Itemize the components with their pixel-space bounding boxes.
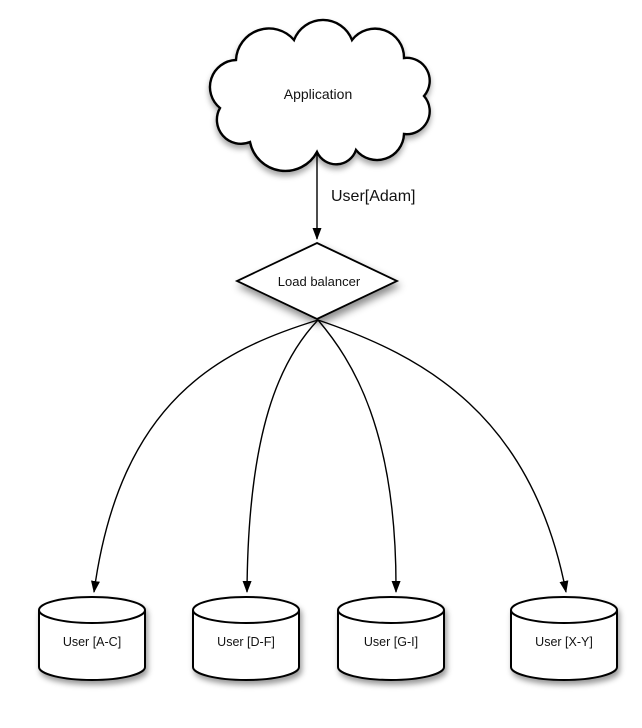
database-shard-1-label: User [A-C] [63, 635, 121, 649]
application-label: Application [284, 86, 353, 102]
edge-to-shard-2 [242, 319, 319, 593]
cylinder-body [510, 610, 618, 681]
cylinder-top [38, 596, 146, 624]
diamond-shape [234, 242, 400, 320]
database-shard-4: User [X-Y] [510, 596, 618, 681]
load-balancer-diamond-node: Load balancer [234, 242, 400, 320]
database-shard-2-label: User [D-F] [217, 635, 275, 649]
edge-to-shard-4 [317, 319, 569, 593]
cylinder-body [337, 610, 445, 681]
edge-application-to-loadbalancer: User[Adam] [312, 151, 415, 240]
cylinder-top [337, 596, 445, 624]
database-shard-3: User [G-I] [337, 596, 445, 681]
load-balancer-label: Load balancer [278, 274, 361, 289]
database-shard-4-label: User [X-Y] [535, 635, 593, 649]
cylinder-body [38, 610, 146, 681]
cylinder-top [510, 596, 618, 624]
database-shard-3-label: User [G-I] [364, 635, 418, 649]
database-shard-2: User [D-F] [192, 596, 300, 681]
cylinder-body [192, 610, 300, 681]
application-cloud-node: Application [208, 18, 431, 173]
edge-to-shard-3 [317, 319, 401, 593]
edges-loadbalancer-to-shards [91, 319, 569, 593]
edge-to-shard-1 [91, 319, 319, 593]
database-shard-1: User [A-C] [38, 596, 146, 681]
edge-user-adam-label: User[Adam] [331, 188, 415, 205]
cylinder-top [192, 596, 300, 624]
cloud-shape [208, 18, 431, 173]
